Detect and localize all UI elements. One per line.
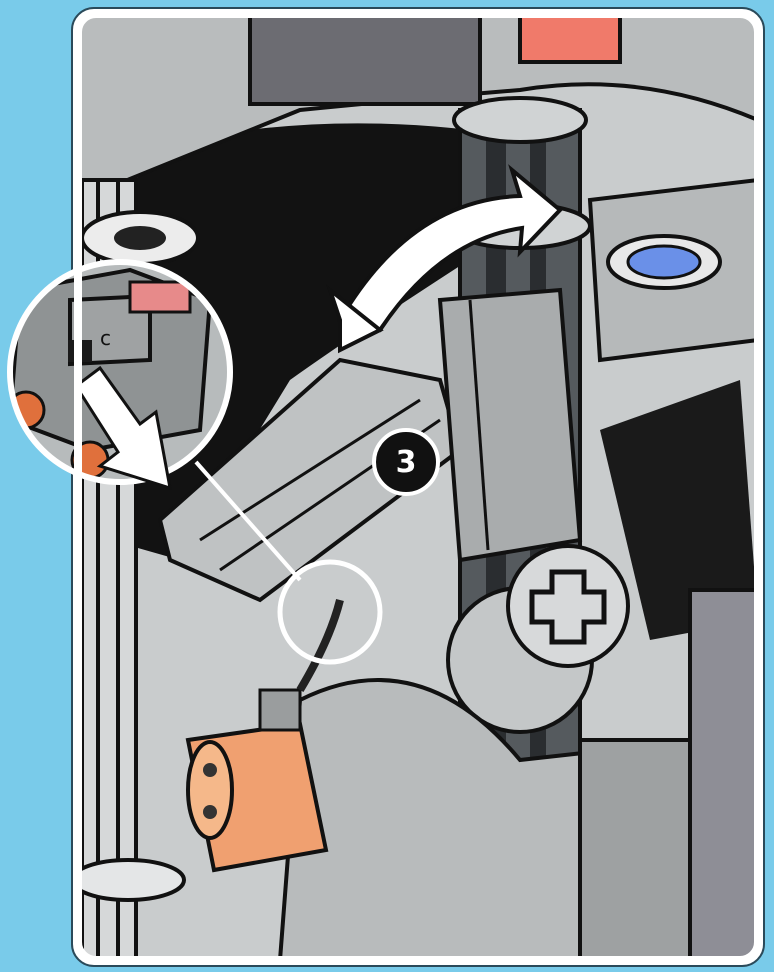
step-number-badge: 3	[372, 428, 440, 496]
liftarm-block	[440, 290, 580, 560]
svg-text:c: c	[100, 326, 111, 350]
top-dark-block	[250, 14, 480, 104]
blue-bushing	[628, 246, 700, 278]
red-part	[520, 14, 620, 62]
